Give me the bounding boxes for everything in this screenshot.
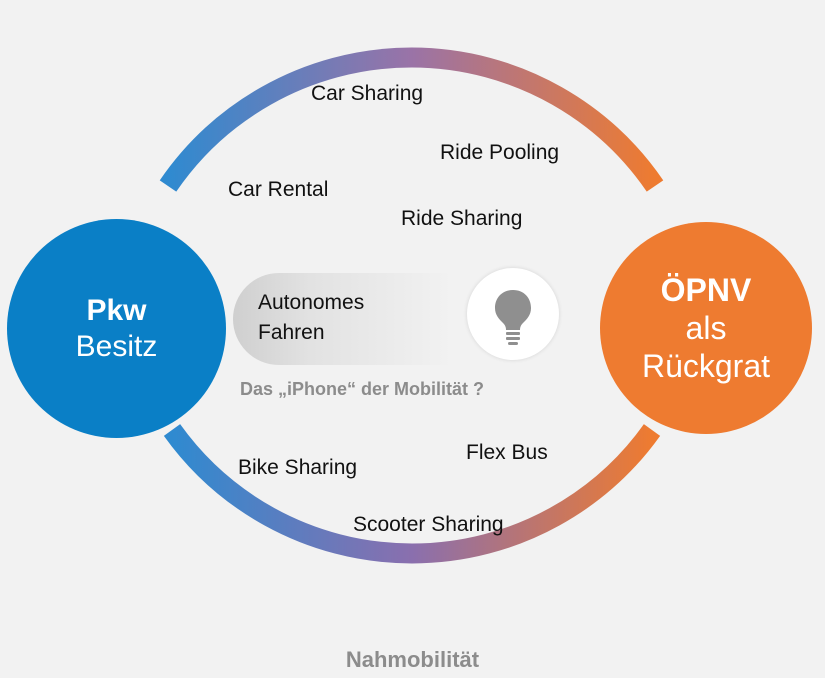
ring-arc-top — [159, 47, 664, 192]
pkw-title: Pkw — [86, 293, 147, 327]
label-scooter-sharing: Scooter Sharing — [353, 513, 504, 536]
autonomous-driving-band — [233, 273, 453, 365]
autonomous-driving-label: Autonomes Fahren — [258, 288, 364, 348]
label-car-sharing: Car Sharing — [311, 82, 424, 105]
label-ride-pooling: Ride Pooling — [440, 141, 560, 164]
oepnv-title: ÖPNV — [660, 272, 752, 308]
ring-arc-bottom — [163, 424, 661, 564]
lightbulb-icon — [467, 268, 559, 360]
oepnv-line2: als — [685, 310, 727, 346]
autonomous-line2: Fahren — [258, 321, 325, 344]
oepnv-line3: Rückgrat — [641, 348, 771, 384]
pkw-subtitle: Besitz — [75, 329, 158, 363]
label-bike-sharing: Bike Sharing — [238, 456, 358, 479]
label-car-rental: Car Rental — [228, 178, 329, 201]
nahmobilitaet-caption: Nahmobilität — [345, 647, 480, 672]
label-ride-sharing: Ride Sharing — [401, 207, 523, 230]
label-flex-bus: Flex Bus — [466, 441, 548, 464]
pkw-besitz-node: Pkw Besitz — [7, 219, 226, 438]
autonomous-line1: Autonomes — [258, 291, 365, 314]
iphone-question: Das „iPhone“ der Mobilität ? — [240, 379, 485, 399]
oepnv-node: ÖPNV als Rückgrat — [600, 222, 812, 434]
